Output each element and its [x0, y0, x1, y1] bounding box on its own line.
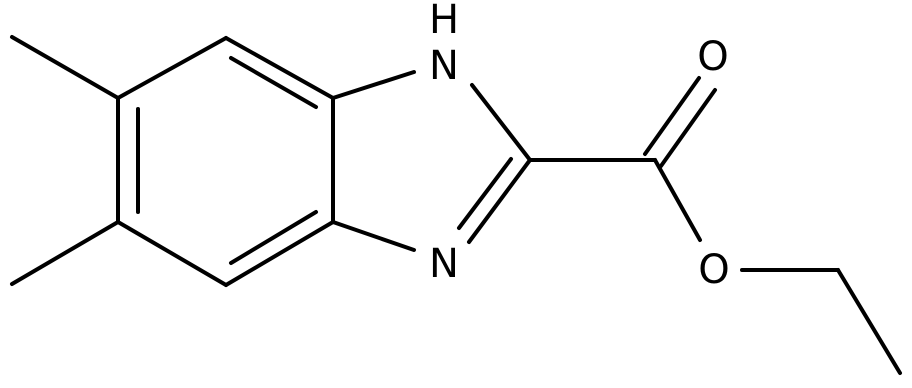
bond-n1-c2: [470, 83, 532, 162]
bond-c2-n3-inner: [457, 157, 513, 230]
atom-label-ester-o: O: [698, 247, 729, 293]
bond-carbonyl-double-b: [659, 88, 717, 168]
bond-carbonyl-c-ester-o: [653, 158, 702, 242]
atom-label-h: H: [429, 0, 459, 43]
bond-carbonyl-double-a: [643, 76, 701, 156]
bond-c7-c8-inner: [229, 210, 318, 265]
benzene-ring: [116, 36, 335, 287]
atom-label-carbonyl-o: O: [697, 34, 728, 80]
atom-labels: H N N O O: [429, 0, 730, 293]
bond-c5-c6-inner: [229, 56, 318, 109]
ester-group: [528, 76, 902, 375]
bond-methyl-lower: [10, 220, 120, 286]
bond-c6-n1: [331, 70, 416, 100]
bond-c2-n3: [467, 158, 532, 244]
bond-c4-c5: [116, 36, 228, 100]
bond-c5-c6: [224, 36, 335, 100]
bond-n3-c7: [331, 220, 416, 252]
methyl-groups: [10, 35, 120, 286]
bond-c8-c9: [116, 220, 228, 287]
atom-label-n3: N: [429, 241, 459, 287]
imidazole-ring: [331, 70, 532, 252]
bond-ch2-ch3: [836, 268, 902, 375]
atom-label-nh: N: [429, 43, 459, 89]
bond-methyl-upper: [10, 35, 120, 100]
bond-c7-c8: [224, 220, 335, 287]
